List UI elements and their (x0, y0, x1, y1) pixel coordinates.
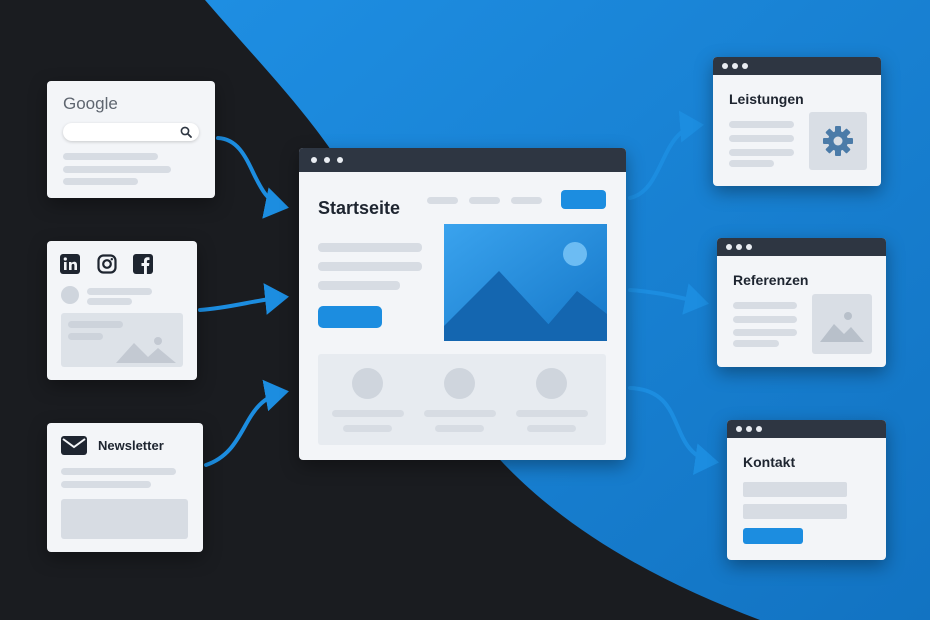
window-titlebar (727, 420, 886, 438)
feature-section (318, 354, 606, 445)
result-line (63, 153, 158, 160)
post-line (68, 321, 123, 328)
references-title: Referenzen (733, 272, 809, 288)
feature-icon (444, 368, 475, 399)
references-window: Referenzen (717, 238, 886, 367)
post-line (68, 333, 103, 340)
nav-item (469, 197, 500, 204)
window-dot (722, 63, 728, 69)
services-window: Leistungen (713, 57, 881, 186)
feature-icon (536, 368, 567, 399)
window-dot (736, 244, 742, 250)
contact-title: Kontakt (743, 454, 796, 470)
search-bar (63, 123, 199, 141)
contact-window: Kontakt (727, 420, 886, 560)
window-dot (746, 244, 752, 250)
envelope-icon (61, 436, 87, 455)
arrow-home-to-contact (628, 386, 719, 476)
nav-item (511, 197, 542, 204)
newsletter-block (61, 499, 188, 539)
social-media-card (47, 241, 197, 380)
window-dot (311, 157, 317, 163)
arrow-home-to-services (628, 110, 704, 200)
page-title: Startseite (318, 198, 401, 218)
window-dot (337, 157, 343, 163)
result-line (63, 178, 138, 185)
nav-item (427, 197, 458, 204)
window-dot (324, 157, 330, 163)
feature-line (516, 410, 588, 417)
feature-line (424, 410, 496, 417)
hero-text-line (318, 262, 422, 271)
services-line (729, 121, 794, 128)
newsletter-line (61, 481, 151, 488)
references-image-tile (812, 294, 872, 354)
window-dot (726, 244, 732, 250)
avatar (61, 286, 79, 304)
hero-text-line (318, 281, 400, 290)
feature-icon (352, 368, 383, 399)
window-titlebar (299, 148, 626, 172)
google-logo: Google (63, 94, 118, 113)
post-line (87, 298, 132, 305)
feature-line (332, 410, 404, 417)
window-dot (742, 63, 748, 69)
hero-image (444, 224, 607, 341)
post-line (87, 288, 152, 295)
window-dot (756, 426, 762, 432)
window-dot (736, 426, 742, 432)
services-line (729, 160, 774, 167)
image-icon (820, 312, 864, 342)
references-line (733, 329, 797, 336)
search-icon (180, 126, 192, 138)
arrow-social-to-home (198, 283, 289, 315)
feature-line (343, 425, 392, 432)
references-line (733, 302, 797, 309)
gear-icon (823, 126, 853, 156)
window-titlebar (717, 238, 886, 256)
references-line (733, 316, 797, 323)
linkedin-icon (60, 254, 80, 274)
contact-input[interactable] (743, 482, 847, 497)
facebook-icon (133, 254, 153, 274)
arrow-newsletter-to-home (204, 379, 289, 467)
arrow-home-to-references (628, 283, 709, 315)
window-titlebar (713, 57, 881, 75)
services-title: Leistungen (729, 91, 804, 107)
image-icon (116, 337, 176, 363)
window-dot (746, 426, 752, 432)
homepage-window: Startseite (299, 148, 626, 460)
nav-cta-button[interactable] (561, 190, 606, 209)
newsletter-title: Newsletter (98, 438, 164, 453)
services-line (729, 135, 794, 142)
references-line (733, 340, 779, 347)
feature-line (435, 425, 484, 432)
window-dot (732, 63, 738, 69)
hero-button[interactable] (318, 306, 382, 328)
result-line (63, 166, 171, 173)
newsletter-card: Newsletter (47, 423, 203, 552)
google-search-card: Google (47, 81, 215, 198)
arrow-google-to-home (216, 136, 289, 219)
services-icon-tile (809, 112, 867, 170)
contact-input[interactable] (743, 504, 847, 519)
feature-line (527, 425, 576, 432)
instagram-icon (97, 254, 117, 274)
contact-submit-button[interactable] (743, 528, 803, 544)
newsletter-line (61, 468, 176, 475)
services-line (729, 149, 794, 156)
hero-text-line (318, 243, 422, 252)
post-image (61, 313, 183, 367)
